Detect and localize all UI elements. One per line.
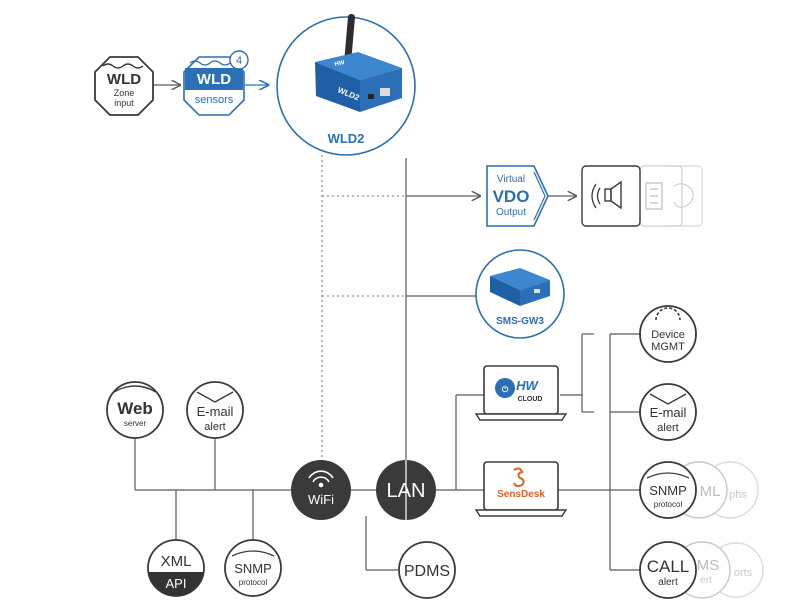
snmp-protocol-left-node[interactable]: SNMP protocol	[224, 539, 282, 597]
hwg-cloud-laptop-node[interactable]: ⏻ HW CLOUD	[474, 365, 568, 421]
snmp-right-title: SNMP	[649, 483, 687, 498]
water-wave-icon	[189, 60, 231, 66]
device-logo: HW	[334, 60, 345, 68]
ghost-graphs-text: phs	[729, 489, 747, 501]
hwg-cloud-sublabel: CLOUD	[518, 396, 543, 403]
sensdesk-laptop-node[interactable]: SensDesk	[474, 461, 568, 517]
sms-gw3-node[interactable]: SMS-GW3	[475, 249, 565, 339]
snmp-left-subtitle: protocol	[239, 578, 268, 587]
wld-zone-line1: Zone	[114, 88, 135, 98]
ghost-alert-text: ert	[700, 575, 712, 586]
xml-api-node[interactable]: XML API	[147, 539, 205, 597]
globe-arc-icon	[113, 385, 157, 393]
wld-sensors-title: WLD	[197, 71, 231, 88]
hwg-logo-icon	[495, 378, 515, 398]
email-right-subtitle: alert	[657, 422, 678, 434]
wld-sensors-subtitle: sensors	[195, 94, 234, 106]
hwg-cloud-logo: HW	[516, 378, 539, 393]
lan-label: LAN	[387, 480, 426, 502]
web-server-node[interactable]: Web server	[106, 381, 164, 439]
wld2-device-node[interactable]: HW WLD2 WLD2	[276, 14, 416, 156]
wifi-icon	[308, 470, 334, 488]
output-actuators[interactable]	[581, 165, 703, 227]
device-mgmt-line2: MGMT	[651, 341, 685, 353]
ghost-device-icon	[673, 183, 694, 208]
email-left-title: E-mail	[197, 404, 234, 419]
envelope-icon	[649, 393, 687, 405]
vdo-line3: Output	[496, 207, 526, 218]
wifi-node[interactable]: WiFi	[291, 460, 351, 520]
vdo-line1: Virtual	[497, 174, 525, 185]
wifi-label: WiFi	[308, 492, 334, 507]
xml-title: XML	[161, 553, 192, 570]
device-mgmt-node[interactable]: Device MGMT	[639, 305, 697, 363]
siren-speaker-icon	[591, 180, 622, 210]
email-right-title: E-mail	[650, 405, 687, 420]
connection-lines	[134, 85, 640, 571]
wld-zone-line2: input	[114, 98, 134, 108]
ghost-reports-text: orts	[734, 567, 753, 579]
envelope-icon	[196, 391, 234, 403]
pdms-label: PDMS	[404, 563, 450, 580]
call-subtitle: alert	[658, 577, 678, 588]
wld-zone-title: WLD	[107, 71, 141, 88]
ghost-sms-text: MS	[697, 557, 720, 574]
svg-text:⏻: ⏻	[502, 385, 509, 394]
sensdesk-label: SensDesk	[497, 489, 545, 500]
wld-sensors-node[interactable]: WLD sensors 4	[183, 50, 249, 116]
device-mgmt-line1: Device	[651, 329, 685, 341]
wld-zone-input-node[interactable]: WLD Zone input	[94, 56, 154, 116]
web-title: Web	[117, 399, 153, 418]
gear-icon	[655, 307, 681, 321]
device-name: WLD2	[328, 131, 365, 146]
relay-icon	[645, 182, 663, 210]
vdo-output-node[interactable]: Virtual VDO Output	[486, 165, 549, 227]
xml-subtitle: API	[166, 576, 187, 591]
email-alert-right-node[interactable]: E-mail alert	[639, 383, 697, 441]
ghost-xml-text: ML	[700, 483, 721, 500]
arc-icon	[646, 472, 690, 479]
lan-node[interactable]: LAN	[376, 460, 436, 520]
count-badge	[229, 50, 249, 70]
call-alert-node[interactable]: orts MS ert CALL alert	[639, 541, 764, 599]
gateway-name: SMS-GW3	[496, 316, 544, 327]
antenna-icon	[344, 14, 356, 64]
email-alert-left-node[interactable]: E-mail alert	[186, 381, 244, 439]
snmp-right-subtitle: protocol	[654, 500, 683, 509]
snmp-protocol-right-node[interactable]: phs ML SNMP protocol	[639, 461, 759, 519]
pdms-node[interactable]: PDMS	[398, 541, 456, 599]
count-badge-value: 4	[236, 55, 242, 67]
web-subtitle: server	[124, 419, 147, 428]
sensdesk-logo-icon	[513, 467, 525, 488]
snmp-left-title: SNMP	[234, 561, 272, 576]
water-wave-icon	[102, 63, 144, 69]
vdo-title: VDO	[493, 187, 530, 206]
device-box-icon	[315, 52, 402, 80]
gateway-box-icon	[490, 268, 550, 290]
call-title: CALL	[647, 557, 690, 576]
arc-icon	[231, 550, 275, 557]
email-left-subtitle: alert	[204, 421, 225, 433]
